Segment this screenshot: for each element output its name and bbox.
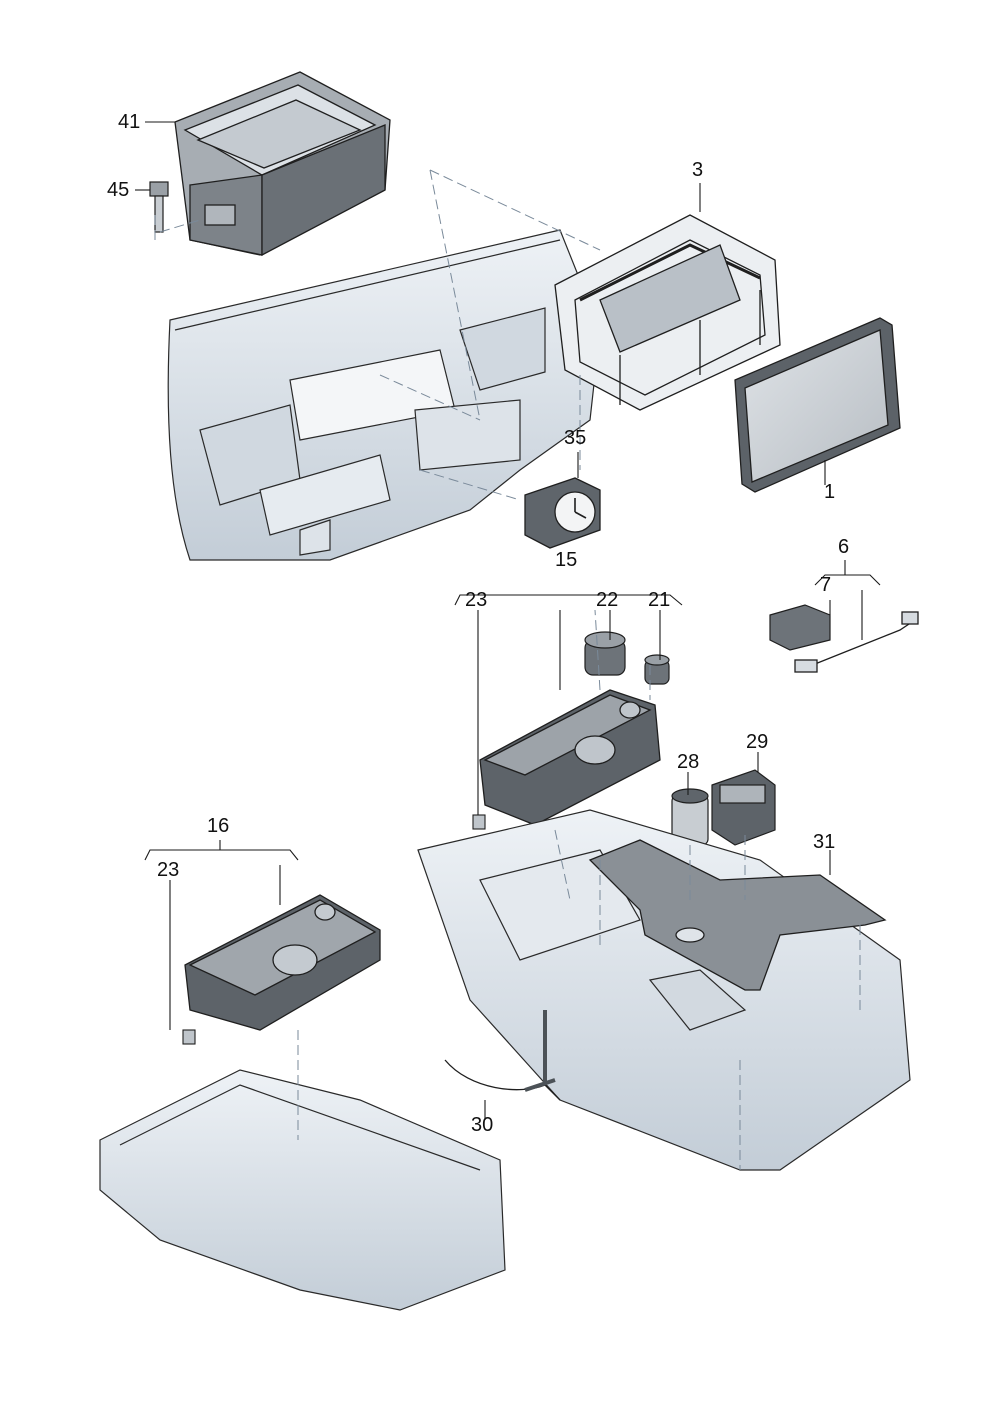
screw-45 <box>149 181 169 233</box>
callout-6: 6 <box>838 536 850 558</box>
switch-29 <box>711 769 776 846</box>
mounting-frame-3 <box>554 214 781 411</box>
callout-16: 16 <box>207 815 230 837</box>
callout-23-upper: 23 <box>465 589 488 611</box>
knob-21 <box>644 654 670 685</box>
trim-panel-31 <box>588 839 887 991</box>
callout-21: 21 <box>648 589 671 611</box>
knob-22 <box>584 631 626 676</box>
clip-23-upper <box>472 814 486 830</box>
dashboard <box>167 229 601 561</box>
screen-1 <box>734 317 901 493</box>
callout-29: 29 <box>746 731 769 753</box>
socket-28 <box>671 788 709 846</box>
insert-30 <box>444 1010 561 1101</box>
callout-45: 45 <box>107 179 130 201</box>
callout-35: 35 <box>564 427 587 449</box>
dash-lines <box>154 169 861 1170</box>
callout-31: 31 <box>813 831 836 853</box>
clock-35 <box>524 477 601 549</box>
callout-3: 3 <box>692 159 704 181</box>
callout-41: 41 <box>118 111 141 133</box>
callout-7: 7 <box>820 574 832 596</box>
control-panel-15 <box>479 689 661 826</box>
callout-22: 22 <box>596 589 619 611</box>
callout-28: 28 <box>677 751 700 773</box>
display-unit-41 <box>174 71 391 257</box>
armrest <box>99 1069 506 1311</box>
clip-23-lower <box>182 1029 196 1045</box>
holder-7 <box>769 604 831 651</box>
callout-1: 1 <box>824 481 836 503</box>
leader-lines <box>135 121 881 1120</box>
callout-30: 30 <box>471 1114 494 1136</box>
control-panel-16 <box>184 894 381 1031</box>
cable-assembly-6 <box>794 611 919 673</box>
callout-15: 15 <box>555 549 578 571</box>
callout-23-lower: 23 <box>157 859 180 881</box>
